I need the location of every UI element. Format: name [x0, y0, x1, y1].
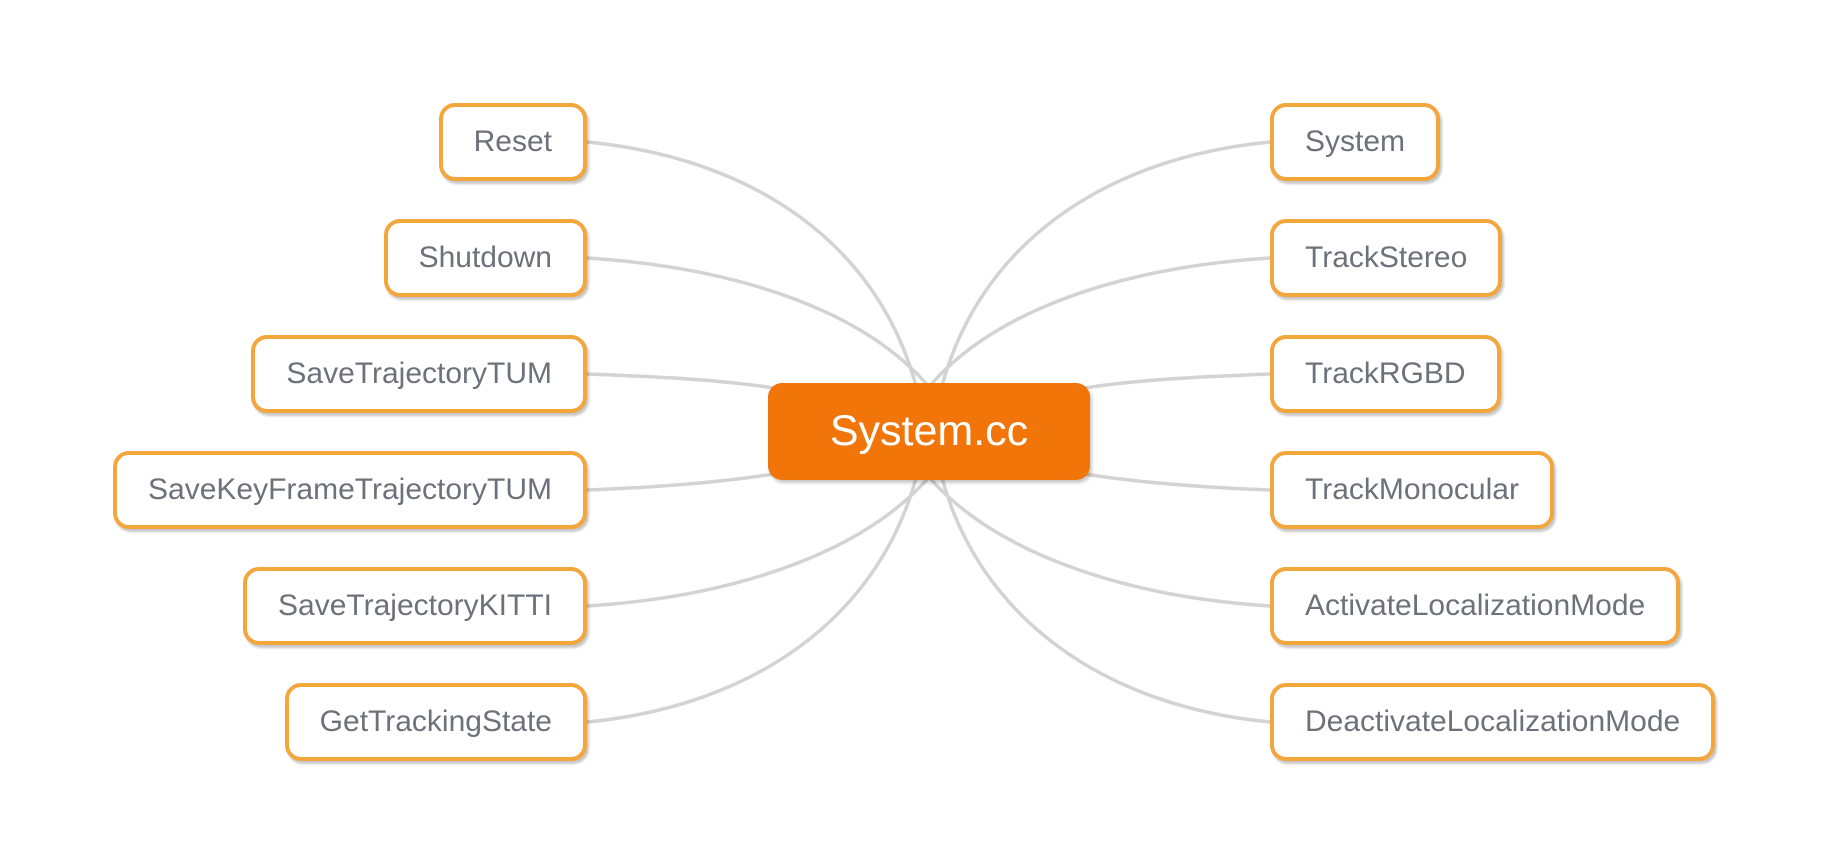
- node-trackstereo[interactable]: TrackStereo: [1270, 219, 1503, 297]
- node-savetrajectorykitti[interactable]: SaveTrajectoryKITTI: [243, 567, 587, 645]
- connector-savetrajectorykitti: [585, 474, 932, 608]
- connector-reset: [585, 140, 918, 388]
- connector-activatelocalizationmode: [926, 474, 1272, 608]
- node-reset[interactable]: Reset: [438, 103, 587, 181]
- connector-savekeyframetrajectorytum: [585, 471, 782, 492]
- node-savetrajectorytum[interactable]: SaveTrajectoryTUM: [251, 335, 587, 413]
- node-activatelocalizationmode[interactable]: ActivateLocalizationMode: [1270, 567, 1681, 645]
- node-gettrackingstate[interactable]: GetTrackingState: [284, 683, 587, 761]
- node-deactivatelocalizationmode[interactable]: DeactivateLocalizationMode: [1270, 683, 1716, 761]
- connector-savetrajectorytum: [585, 372, 782, 391]
- center-node-system-cc[interactable]: System.cc: [768, 383, 1090, 480]
- node-trackrgbd[interactable]: TrackRGBD: [1270, 335, 1501, 413]
- connector-shutdown: [585, 256, 932, 390]
- node-savekeyframetrajectorytum[interactable]: SaveKeyFrameTrajectoryTUM: [113, 451, 587, 529]
- connector-system: [940, 140, 1272, 388]
- connector-trackmonocular: [1076, 471, 1272, 492]
- connector-deactivatelocalizationmode: [940, 476, 1272, 724]
- node-system[interactable]: System: [1270, 103, 1441, 181]
- connector-trackrgbd: [1076, 372, 1272, 391]
- connector-trackstereo: [926, 256, 1272, 390]
- node-trackmonocular[interactable]: TrackMonocular: [1270, 451, 1554, 529]
- connector-gettrackingstate: [585, 476, 918, 724]
- node-shutdown[interactable]: Shutdown: [383, 219, 587, 297]
